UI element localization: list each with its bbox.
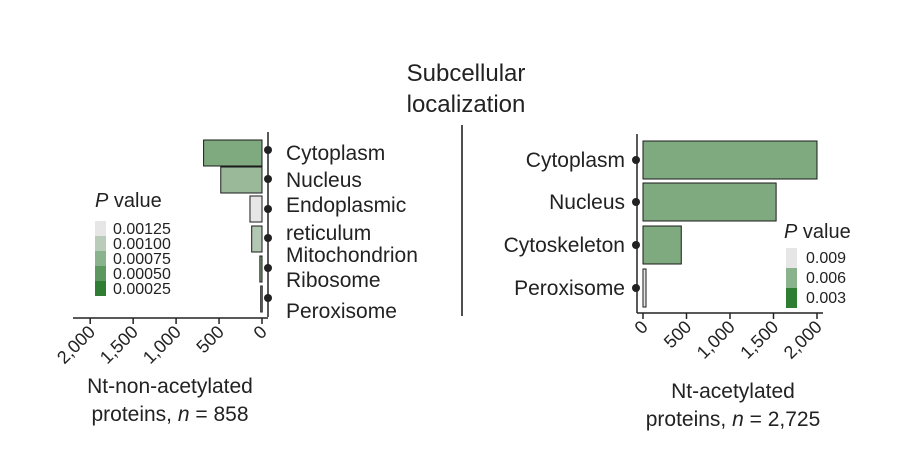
left-bar-endoplasmic-reticulum bbox=[249, 195, 263, 223]
left-dots-group bbox=[264, 146, 272, 302]
left-legend-label: 0.00050 bbox=[113, 266, 171, 283]
left-bar-nucleus bbox=[220, 166, 263, 194]
right-legend-label: 0.006 bbox=[806, 270, 846, 287]
left-legend-label: 0.00025 bbox=[113, 281, 171, 298]
left-tick-label: 500 bbox=[192, 322, 227, 357]
left-legend-label: 0.00100 bbox=[113, 236, 171, 253]
right-legend: P value 0.009 0.006 0.003 bbox=[784, 221, 851, 308]
x-axis-label-n: n bbox=[732, 408, 744, 431]
left-legend-swatch bbox=[95, 281, 106, 296]
left-tick-label: 1,000 bbox=[139, 322, 185, 368]
x-axis-label-text: proteins, bbox=[646, 408, 732, 431]
left-category-label: Endoplasmic bbox=[286, 194, 406, 217]
figure-title-line-2: localization bbox=[407, 91, 526, 118]
right-category-label: Cytoplasm bbox=[526, 149, 625, 172]
left-category-dot bbox=[264, 294, 272, 302]
x-axis-label-text: proteins, bbox=[91, 403, 177, 426]
left-bars-group bbox=[203, 139, 263, 313]
left-legend-title-italic: P bbox=[95, 190, 109, 212]
right-bar-cytoplasm bbox=[642, 140, 818, 180]
right-legend-swatch bbox=[786, 268, 797, 288]
left-category-dot bbox=[264, 146, 272, 154]
right-legend-swatch bbox=[786, 248, 797, 268]
right-x-axis-label-line-2: proteins, n = 2,725 bbox=[646, 408, 821, 431]
left-category-label: reticulum bbox=[286, 222, 371, 245]
left-legend: P value 0.001250.001000.000750.000500.00… bbox=[95, 190, 171, 298]
left-category-label: Mitochondrion bbox=[286, 244, 418, 267]
x-axis-label-text: = 858 bbox=[190, 403, 249, 426]
right-tick-label: 1,500 bbox=[736, 317, 782, 363]
right-legend-title: P value bbox=[784, 221, 851, 243]
x-axis-label-text: = 2,725 bbox=[744, 408, 820, 431]
left-category-dot bbox=[264, 175, 272, 183]
left-category-dot bbox=[264, 264, 272, 272]
left-legend-title: P value bbox=[95, 190, 162, 212]
right-category-dot bbox=[632, 156, 640, 164]
right-legend-label: 0.003 bbox=[806, 290, 846, 307]
left-category-label: Cytoplasm bbox=[286, 142, 385, 165]
left-category-dot bbox=[264, 234, 272, 242]
left-legend-swatch bbox=[95, 266, 106, 281]
left-category-dot bbox=[264, 205, 272, 213]
x-axis-label-n: n bbox=[178, 403, 190, 426]
left-legend-swatch bbox=[95, 251, 106, 266]
left-legend-swatch bbox=[95, 221, 106, 236]
left-tick-label: 2,000 bbox=[53, 322, 99, 368]
right-legend-items: 0.009 0.006 0.003 bbox=[786, 248, 846, 308]
right-x-axis-label-line-1: Nt-acetylated bbox=[671, 380, 795, 403]
right-bar-cytoskeleton bbox=[642, 225, 682, 265]
right-category-label: Peroxisome bbox=[514, 277, 625, 300]
right-tick-label: 2,000 bbox=[780, 317, 826, 363]
right-category-label: Cytoskeleton bbox=[504, 234, 625, 257]
right-bar-peroxisome bbox=[642, 268, 647, 308]
left-legend-title-rest: value bbox=[108, 190, 161, 212]
right-legend-swatch bbox=[786, 288, 797, 308]
left-bar-cytoplasm bbox=[203, 139, 263, 167]
left-x-axis-label-line-2: proteins, n = 858 bbox=[91, 403, 248, 426]
right-category-label: Nucleus bbox=[549, 191, 625, 214]
left-legend-swatch bbox=[95, 236, 106, 251]
left-x-axis-label-line-1: Nt-non-acetylated bbox=[87, 375, 253, 398]
right-legend-title-italic: P bbox=[784, 221, 798, 243]
left-category-label: Ribosome bbox=[286, 269, 381, 292]
right-bars-group bbox=[642, 140, 818, 308]
left-bar-peroxisome bbox=[260, 285, 263, 313]
right-legend-title-rest: value bbox=[797, 221, 850, 243]
right-category-dot bbox=[632, 198, 640, 206]
right-dots-group bbox=[632, 156, 640, 292]
left-category-label: Peroxisome bbox=[286, 300, 397, 323]
left-tick-label: 0 bbox=[250, 322, 271, 343]
left-tick-label: 1,500 bbox=[96, 322, 142, 368]
right-tick-label: 500 bbox=[660, 317, 695, 352]
left-legend-label: 0.00125 bbox=[113, 221, 171, 238]
left-bar-ribosome bbox=[259, 255, 263, 283]
right-category-dot bbox=[632, 241, 640, 249]
right-legend-label: 0.009 bbox=[806, 250, 846, 267]
left-legend-label: 0.00075 bbox=[113, 251, 171, 268]
right-category-dot bbox=[632, 284, 640, 292]
left-bar-mitochondrion bbox=[251, 225, 263, 253]
right-bar-nucleus bbox=[642, 182, 777, 222]
left-category-label: Nucleus bbox=[286, 169, 362, 192]
right-tick-label: 1,000 bbox=[693, 317, 739, 363]
right-tick-label: 0 bbox=[631, 317, 652, 338]
figure-title-line-1: Subcellular bbox=[407, 60, 526, 87]
